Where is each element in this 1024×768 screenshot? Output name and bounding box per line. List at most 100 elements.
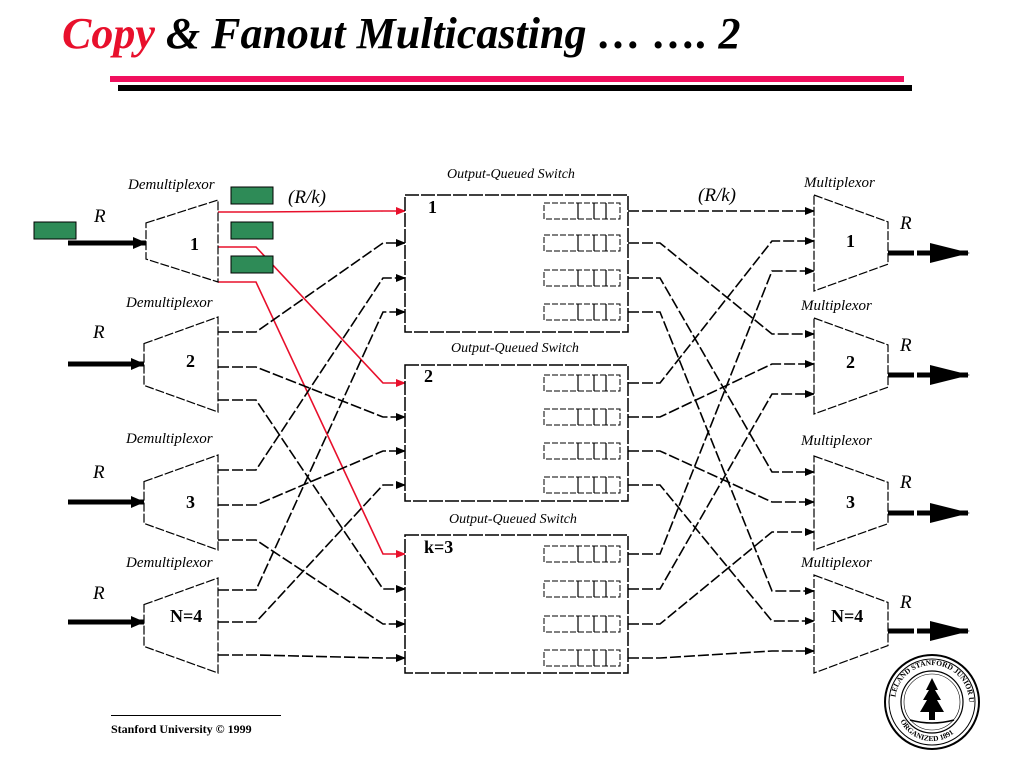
output-queue-2-1 xyxy=(543,374,621,392)
internal-rate-in: (R/k) xyxy=(288,187,326,208)
output-rate-2: R xyxy=(899,335,912,356)
output-rate-labels: R R R R xyxy=(899,213,912,613)
demux-ids: 1 2 3 N=4 xyxy=(170,234,202,626)
demux-4-to-switch-2 xyxy=(218,481,406,623)
demux-3-to-switch-1 xyxy=(218,274,406,471)
input-rate-labels: R R R R xyxy=(92,206,106,604)
mux-id-4: N=4 xyxy=(831,606,863,626)
queue-outline xyxy=(543,615,621,633)
footer-copyright: Stanford University © 1999 xyxy=(111,722,252,736)
demux-label-4: Demultiplexor xyxy=(125,555,213,571)
title-accent: Copy xyxy=(62,9,155,58)
output-queue-2-3 xyxy=(543,442,621,460)
output-queue-1-2 xyxy=(543,234,621,252)
demux-1-to-switch-3 xyxy=(218,281,406,558)
output-queue-1-4 xyxy=(543,303,621,321)
demux-2-to-switch-2 xyxy=(218,366,406,421)
demux-label-1: Demultiplexor xyxy=(127,177,215,193)
input-rate-4: R xyxy=(92,583,105,604)
output-queue-3-1 xyxy=(543,545,621,563)
switch-2-to-mux-1 xyxy=(628,237,815,384)
output-queue-1-3 xyxy=(543,269,621,287)
mux-block-4 xyxy=(813,574,889,674)
output-queue-3-3 xyxy=(543,615,621,633)
title-underline-pink xyxy=(110,76,904,82)
demux-4-to-switch-3 xyxy=(218,654,406,662)
input-rate-1: R xyxy=(93,206,106,227)
switch-id-2: 2 xyxy=(424,366,433,386)
switch-id-3: k=3 xyxy=(424,537,453,557)
queue-outline xyxy=(543,649,621,667)
mux-block-1 xyxy=(813,194,889,292)
queue-outline xyxy=(543,476,621,494)
mux-id-1: 1 xyxy=(846,231,855,251)
input-rate-3: R xyxy=(92,462,105,483)
mux-block-2 xyxy=(813,317,889,415)
title-underline-black xyxy=(118,85,912,91)
mux-block-3 xyxy=(813,455,889,551)
demux-1-to-switch-2 xyxy=(218,246,406,387)
output-queue-2-4 xyxy=(543,476,621,494)
demux-id-3: 3 xyxy=(186,492,195,512)
queue-outline xyxy=(543,545,621,563)
internal-rate-out: (R/k) xyxy=(698,185,736,206)
incoming-packet xyxy=(33,221,77,240)
diagram-blocks xyxy=(33,186,889,674)
demux-3-to-switch-3 xyxy=(218,539,406,628)
demux-3-to-switch-2 xyxy=(218,447,406,506)
demux-2-to-switch-1 xyxy=(218,239,406,333)
title-rest: & Fanout Multicasting … …. 2 xyxy=(154,9,741,58)
packet-copy-2 xyxy=(230,221,274,240)
packet-copy-3 xyxy=(230,255,274,274)
switch-1-to-mux-3 xyxy=(628,277,815,476)
mux-label-1: Multiplexor xyxy=(803,175,875,191)
queue-outline xyxy=(543,408,621,426)
output-rate-3: R xyxy=(899,472,912,493)
slide-title: Copy & Fanout Multicasting … …. 2 xyxy=(62,8,740,59)
switch-1-to-mux-2 xyxy=(628,242,815,338)
demux-label-2: Demultiplexor xyxy=(125,295,213,311)
mux-labels: Multiplexor Multiplexor Multiplexor Mult… xyxy=(800,175,875,571)
switch-2-to-mux-4 xyxy=(628,484,815,625)
mux-id-2: 2 xyxy=(846,352,855,372)
mux-label-4: Multiplexor xyxy=(800,555,872,571)
demux-2-to-switch-3 xyxy=(218,399,406,593)
output-rate-4: R xyxy=(899,592,912,613)
mux-id-3: 3 xyxy=(846,492,855,512)
stanford-seal-icon: LELAND STANFORD JUNIOR UNIVERSITY ORGANI… xyxy=(884,654,980,750)
switch-block-1 xyxy=(404,194,629,333)
queue-outline xyxy=(543,442,621,460)
demux-id-4: N=4 xyxy=(170,606,202,626)
switch-3-to-mux-3 xyxy=(628,528,815,625)
demux-labels: Demultiplexor Demultiplexor Demultiplexo… xyxy=(125,177,215,571)
connection-lines xyxy=(68,207,970,662)
switch-1-to-mux-4 xyxy=(628,311,815,595)
demux-block-4 xyxy=(143,577,219,674)
switch-label-3: Output-Queued Switch xyxy=(449,512,577,527)
switch-id-1: 1 xyxy=(428,197,437,217)
queue-outline xyxy=(543,580,621,598)
queue-outline xyxy=(543,202,621,220)
output-rate-1: R xyxy=(899,213,912,234)
switch-3-to-mux-4 xyxy=(628,647,815,659)
output-queue-1-1 xyxy=(543,202,621,220)
mux-label-2: Multiplexor xyxy=(800,298,872,314)
switch-2-to-mux-2 xyxy=(628,360,815,418)
output-queue-3-2 xyxy=(543,580,621,598)
mux-ids: 1 2 3 N=4 xyxy=(831,231,863,626)
switch-label-1: Output-Queued Switch xyxy=(447,167,575,182)
demux-block-2 xyxy=(143,316,219,413)
queue-outline xyxy=(543,234,621,252)
queue-outline xyxy=(543,303,621,321)
output-queue-3-4 xyxy=(543,649,621,667)
demux-4-to-switch-1 xyxy=(218,308,406,591)
output-queue-2-2 xyxy=(543,408,621,426)
demux-label-3: Demultiplexor xyxy=(125,431,213,447)
input-rate-2: R xyxy=(92,322,105,343)
demux-1-to-switch-1 xyxy=(218,207,406,215)
switch-3-to-mux-2 xyxy=(628,390,815,590)
mux-label-3: Multiplexor xyxy=(800,433,872,449)
demux-block-1 xyxy=(145,199,219,283)
packet-copy-1 xyxy=(230,186,274,205)
